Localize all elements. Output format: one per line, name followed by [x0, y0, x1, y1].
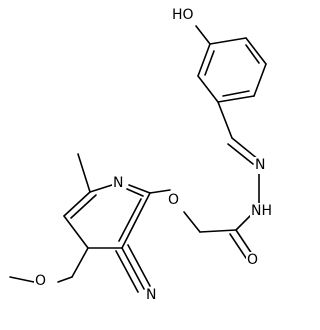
svg-text:O: O [168, 192, 179, 208]
methyl-bond [77, 153, 91, 193]
ch2-bond [71, 247, 89, 278]
atom-label-amide-nitrogen: NH [250, 203, 274, 220]
imine-double-bond [227, 137, 260, 165]
amide-n-c-bond [235, 213, 253, 231]
carbonyl-double-bond [229, 229, 253, 259]
atom-label-imine-nitrogen: N [254, 157, 266, 174]
carbonyl-to-ch2-bond [199, 229, 237, 233]
ether-to-pyridine-bond [149, 189, 171, 194]
hydroxyphenyl-ring [197, 37, 267, 103]
pyridine-ring [63, 184, 151, 249]
atom-label-nitrile-nitrogen: N [145, 287, 158, 304]
atom-label-carbonyl-oxygen: O [246, 252, 258, 269]
nitrile-triple-bond [115, 244, 151, 293]
methoxy-methyl-bond [9, 276, 35, 283]
svg-text:N: N [255, 157, 265, 173]
svg-text:O: O [247, 252, 258, 268]
atom-label-ether-oxygen: O [167, 192, 181, 209]
svg-text:NH: NH [251, 203, 272, 219]
svg-text:N: N [113, 175, 123, 191]
svg-text:HO: HO [172, 7, 194, 23]
atom-label-methoxy-oxygen: O [34, 273, 49, 290]
svg-text:N: N [146, 287, 156, 303]
atom-label-hydroxyl: HO [171, 6, 197, 24]
hydroxyl-bond [195, 25, 211, 45]
atom-label-pyridine-nitrogen: N [112, 175, 125, 192]
benzylic-bond [217, 101, 233, 139]
ch2-to-ether-bond [183, 211, 201, 233]
chemical-structure: HO N NH O O N O N [9, 6, 274, 304]
svg-text:O: O [35, 273, 46, 289]
ch2-to-methoxy-o-bond [57, 276, 73, 283]
